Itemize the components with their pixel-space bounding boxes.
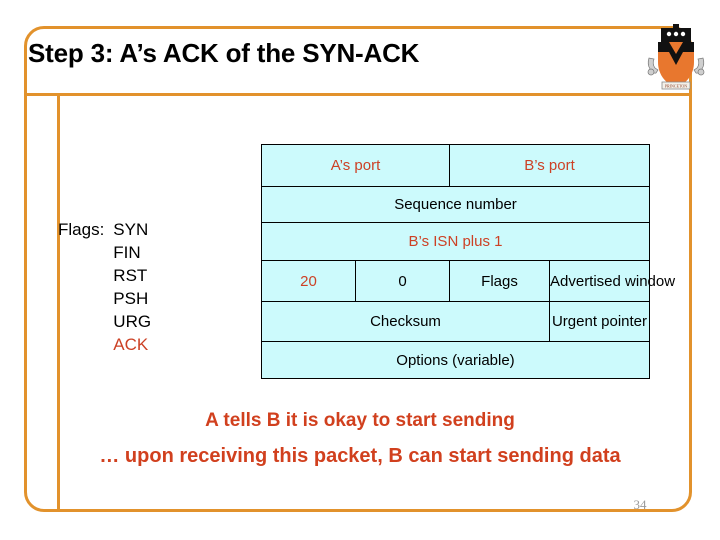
cell-checksum: Checksum <box>261 301 550 342</box>
princeton-shield-logo: PRINCETON <box>645 24 707 96</box>
cell-advertised-window: Advertised window <box>549 260 675 302</box>
flag-item-psh: PSH <box>113 289 149 308</box>
table-row-sequence-number: Sequence number <box>261 186 650 223</box>
cell-reserved: 0 <box>355 260 450 302</box>
cell-acknowledgement-number: B’s ISN plus 1 <box>261 222 650 261</box>
page-number: 34 <box>633 497 647 512</box>
flag-item-fin: FIN <box>113 243 141 262</box>
flag-item-rst: RST <box>113 266 148 285</box>
cell-source-port: A’s port <box>261 144 450 187</box>
cell-options: Options (variable) <box>261 341 650 379</box>
table-row-options: Options (variable) <box>261 341 650 379</box>
flag-item-syn: SYN <box>113 220 149 239</box>
cell-destination-port: B’s port <box>449 144 650 187</box>
svg-text:PRINCETON: PRINCETON <box>665 84 687 89</box>
cell-flags: Flags <box>449 260 550 302</box>
tcp-header-diagram: A’s port B’s port Sequence number B’s IS… <box>261 144 675 379</box>
flags-legend-label: Flags: <box>58 220 105 239</box>
flags-legend-list: SYN FIN RST PSH URG ACK <box>113 218 151 356</box>
flag-item-urg: URG <box>113 312 152 331</box>
cell-urgent-pointer: Urgent pointer <box>549 301 650 342</box>
page-title: Step 3: A’s ACK of the SYN-ACK <box>28 38 420 68</box>
cell-header-length: 20 <box>261 260 356 302</box>
flag-item-ack: ACK <box>113 335 149 354</box>
tcp-flags-legend: Flags: SYN FIN RST PSH URG ACK <box>58 218 151 356</box>
table-row-ports: A’s port B’s port <box>261 144 650 187</box>
title-divider-rule <box>24 93 692 96</box>
table-row-checksum: Checksum Urgent pointer <box>261 301 650 342</box>
caption-line-1: A tells B it is okay to start sending <box>205 410 515 431</box>
table-row-ack-number: B’s ISN plus 1 <box>261 222 650 261</box>
caption-line-2: … upon receiving this packet, B can star… <box>99 445 621 467</box>
table-row-flags: 20 0 Flags Advertised window <box>261 260 675 302</box>
cell-sequence-number: Sequence number <box>261 186 650 223</box>
